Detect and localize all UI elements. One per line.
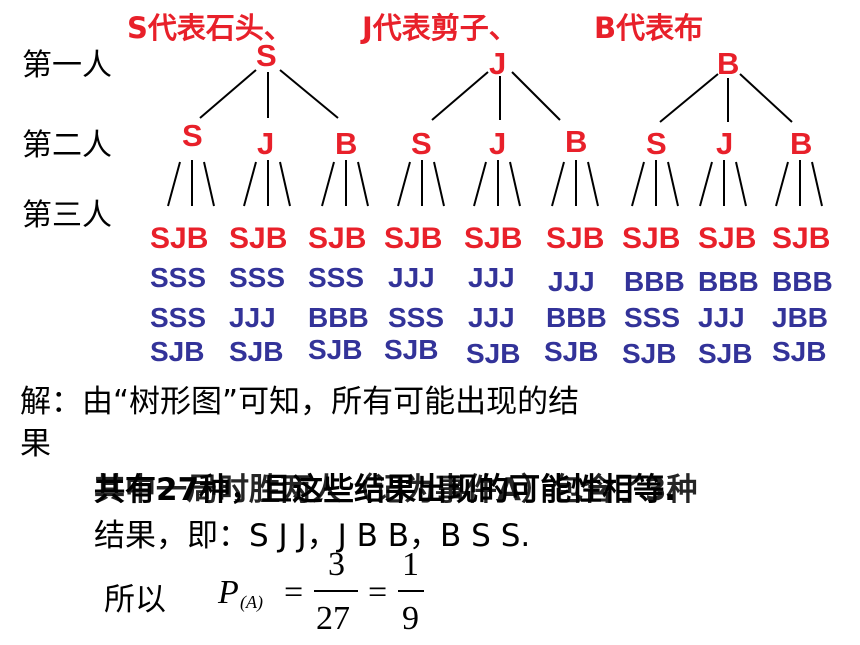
outcome-cell: BBB xyxy=(546,302,607,333)
fraction1-numerator: 3 xyxy=(328,546,345,583)
outcome-cell: JJJ xyxy=(548,266,595,297)
outcome-cell: JJJ xyxy=(388,262,435,293)
outcome-cell: SSS xyxy=(624,302,681,333)
solution-line1b: 果 xyxy=(20,426,51,462)
outcome-cell: BBB xyxy=(624,266,685,297)
node-l3: SJB xyxy=(229,222,288,255)
outcome-cell: SJB xyxy=(622,338,677,369)
therefore-label: 所以 xyxy=(104,582,166,618)
node-l2: B xyxy=(790,126,813,161)
node-l3: SJB xyxy=(308,222,367,255)
solution-line3: 结果，即：S J J，J B B，B S S. xyxy=(94,518,531,554)
row-label-third: 第三人 xyxy=(22,198,112,233)
fraction2-numerator: 1 xyxy=(402,546,419,583)
outcome-cell: SSS xyxy=(388,302,445,333)
edge-s-s xyxy=(199,69,257,119)
solution-line2b: 其中一局时胜两人（记为事件A）包含了3种 xyxy=(94,472,698,508)
outcome-cell: JBB xyxy=(772,302,829,333)
row-label-first: 第一人 xyxy=(22,48,112,83)
outcome-cell: SSS xyxy=(150,262,207,293)
node-l3: SJB xyxy=(698,222,757,255)
outcome-cell: BBB xyxy=(308,302,369,333)
node-l2: S xyxy=(646,126,667,161)
equals-2: = xyxy=(368,574,388,611)
node-l1-b: B xyxy=(717,46,740,81)
outcome-cell: SJB xyxy=(772,336,827,367)
outcome-cell: SJB xyxy=(466,338,521,369)
outcome-cell: SSS xyxy=(308,262,365,293)
equals-1: = xyxy=(284,574,304,611)
fraction2-denominator: 9 xyxy=(402,600,419,637)
outcome-cell: JJJ xyxy=(698,302,745,333)
edges-level3 xyxy=(167,160,823,207)
solution-line1: 解：由“树形图”可知，所有可能出现的结 xyxy=(20,384,580,420)
node-l1-s: S xyxy=(256,38,277,73)
node-l2: J xyxy=(489,126,507,161)
outcome-cell: BBB xyxy=(772,266,833,297)
node-l2: J xyxy=(716,126,734,161)
edge-b-b xyxy=(739,73,793,123)
legend-j: J代表剪子、 xyxy=(362,11,518,45)
edge-b-s xyxy=(659,73,719,123)
legend-b: B代表布 xyxy=(594,11,704,45)
node-l3: SJB xyxy=(772,222,831,255)
node-l3: SJB xyxy=(384,222,443,255)
outcome-cell: SJB xyxy=(544,336,599,367)
fraction1-bar xyxy=(314,590,358,592)
outcome-cell: BBB xyxy=(698,266,759,297)
node-l2: B xyxy=(565,124,588,159)
event-subscript: (A) xyxy=(240,592,263,612)
node-l2: J xyxy=(257,126,275,161)
row-label-second: 第二人 xyxy=(22,128,112,163)
outcome-cell: SJB xyxy=(229,336,284,367)
solution-line2a: 共有27种，且这些结果出现的可能性相等. xyxy=(94,472,676,508)
node-l3: SJB xyxy=(150,222,209,255)
outcome-cell: SJB xyxy=(150,336,205,367)
outcome-cell: SJB xyxy=(698,338,753,369)
fraction2-bar xyxy=(398,590,424,592)
node-l3: SJB xyxy=(464,222,523,255)
outcome-cell: SSS xyxy=(229,262,286,293)
node-l2: S xyxy=(182,118,203,153)
node-l2: B xyxy=(335,126,358,161)
outcome-cell: SJB xyxy=(308,334,363,365)
edge-j-b xyxy=(511,71,561,121)
prob-symbol: P xyxy=(218,574,239,611)
fraction1-denominator: 27 xyxy=(316,600,350,637)
node-l1-j: J xyxy=(489,46,507,81)
node-l3: SJB xyxy=(622,222,681,255)
outcome-cell: JJJ xyxy=(468,302,515,333)
outcome-cell: JJJ xyxy=(468,262,515,293)
outcome-cell: SSS xyxy=(150,302,207,333)
legend-s: S代表石头、 xyxy=(127,11,293,45)
outcome-cell: JJJ xyxy=(229,302,276,333)
node-l2: S xyxy=(411,126,432,161)
node-l3: SJB xyxy=(546,222,605,255)
outcome-cell: SJB xyxy=(384,334,439,365)
edge-j-s xyxy=(431,71,489,121)
edge-s-b xyxy=(279,69,339,119)
